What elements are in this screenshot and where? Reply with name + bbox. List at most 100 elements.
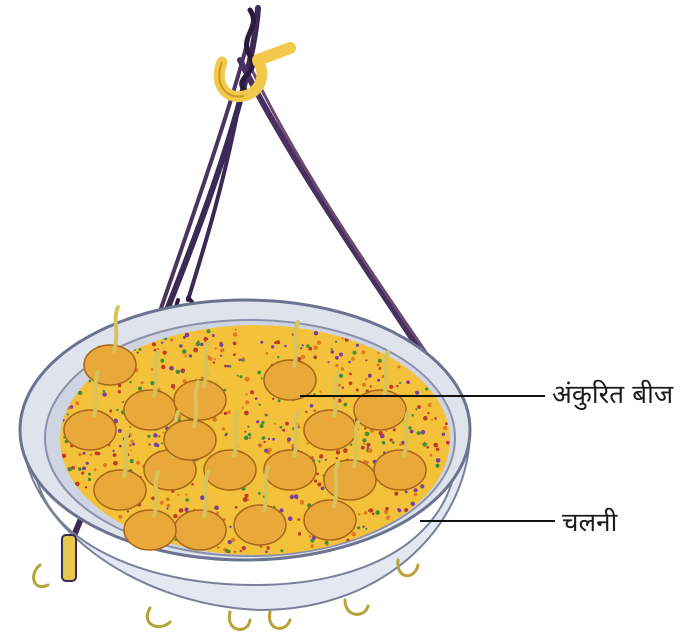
grain-speckle xyxy=(421,430,426,435)
grain-speckle xyxy=(244,411,249,416)
grain-speckle xyxy=(102,392,107,397)
grain-speckle xyxy=(341,367,344,370)
grain-speckle xyxy=(127,510,129,512)
grain-speckle xyxy=(415,391,419,395)
grain-speckle xyxy=(339,374,343,378)
grain-speckle xyxy=(233,353,236,356)
grain-speckle xyxy=(113,461,118,466)
grain-speckle xyxy=(436,448,439,451)
grain-speckle xyxy=(318,460,320,462)
grain-speckle xyxy=(368,374,372,378)
grain-speckle xyxy=(280,426,283,429)
grain-speckle xyxy=(282,429,285,432)
grain-speckle xyxy=(163,432,165,434)
grain-speckle xyxy=(362,526,364,528)
grain-speckle xyxy=(95,451,99,455)
grain-speckle xyxy=(362,383,366,387)
grain-speckle xyxy=(300,500,305,505)
grain-speckle xyxy=(274,423,276,425)
grain-speckle xyxy=(242,407,244,409)
grain-speckle xyxy=(384,510,388,514)
grain-speckle xyxy=(314,410,316,412)
grain-speckle xyxy=(249,437,252,440)
grain-speckle xyxy=(235,329,237,331)
grain-speckle xyxy=(161,442,163,444)
grain-speckle xyxy=(185,498,189,502)
grain-speckle xyxy=(363,442,365,444)
grain-speckle xyxy=(213,418,217,422)
grain-speckle xyxy=(405,490,408,493)
grain-speckle xyxy=(271,345,274,348)
grain-speckle xyxy=(81,472,84,475)
grain-speckle xyxy=(129,381,131,383)
grain-speckle xyxy=(235,506,238,509)
grain-speckle xyxy=(292,334,294,336)
grain-speckle xyxy=(278,399,281,402)
label-sprouted-seeds: अंकुरित बीज xyxy=(552,382,673,408)
grain-speckle xyxy=(389,385,393,389)
grain-speckle xyxy=(263,441,265,443)
grain-speckle xyxy=(248,433,251,436)
grain-speckle xyxy=(247,426,249,428)
grain-speckle xyxy=(116,409,118,411)
grain-speckle xyxy=(131,440,134,443)
grain-speckle xyxy=(426,446,429,449)
grain-speckle xyxy=(297,518,300,521)
grain-speckle xyxy=(377,379,380,382)
grain-speckle xyxy=(214,506,219,511)
label-sieve: चलनी xyxy=(562,510,617,536)
grain-speckle xyxy=(118,429,122,433)
grain-speckle xyxy=(260,546,262,548)
grain-speckle xyxy=(287,437,291,441)
grain-speckle xyxy=(349,382,353,386)
grain-speckle xyxy=(217,546,220,549)
grain-speckle xyxy=(171,384,175,388)
grain-speckle xyxy=(422,442,427,447)
grain-speckle xyxy=(261,421,264,424)
grain-speckle xyxy=(394,492,398,496)
grain-speckle xyxy=(136,461,140,465)
grain-speckle xyxy=(366,443,370,447)
grain-speckle xyxy=(227,410,231,414)
grain-speckle xyxy=(429,403,432,406)
grain-speckle xyxy=(335,364,338,367)
grain-speckle xyxy=(113,453,117,457)
grain-speckle xyxy=(112,450,114,452)
grain-speckle xyxy=(90,454,93,457)
grain-speckle xyxy=(338,384,341,387)
grain-speckle xyxy=(262,436,265,439)
grain-speckle xyxy=(313,346,318,351)
grain-speckle xyxy=(378,359,382,363)
grain-speckle xyxy=(434,417,437,420)
grain-speckle xyxy=(414,493,418,497)
grain-speckle xyxy=(336,457,338,459)
grain-speckle xyxy=(132,443,135,446)
grain-speckle xyxy=(397,508,400,511)
grain-speckle xyxy=(410,430,414,434)
grain-speckle xyxy=(314,479,317,482)
grain-speckle xyxy=(109,410,112,413)
grain-speckle xyxy=(294,494,299,499)
grain-speckle xyxy=(196,342,200,346)
grain-speckle xyxy=(274,341,277,344)
grain-speckle xyxy=(213,361,215,363)
grain-speckle xyxy=(243,497,248,502)
grain-speckle xyxy=(150,381,154,385)
grain-speckle xyxy=(170,338,173,341)
grain-speckle xyxy=(85,486,87,488)
grain-speckle xyxy=(83,452,86,455)
grain-speckle xyxy=(443,426,447,430)
grain-speckle xyxy=(67,413,69,415)
grain-speckle xyxy=(228,540,232,544)
grain-speckle xyxy=(351,357,355,361)
grain-speckle xyxy=(153,433,157,437)
grain-speckle xyxy=(427,412,429,414)
grain-speckle xyxy=(365,528,367,530)
grain-speckle xyxy=(306,442,308,444)
grain-speckle xyxy=(122,401,124,403)
grain-speckle xyxy=(313,355,317,359)
grain-speckle xyxy=(220,355,222,357)
grain-speckle xyxy=(88,478,91,481)
grain-speckle xyxy=(245,494,249,498)
